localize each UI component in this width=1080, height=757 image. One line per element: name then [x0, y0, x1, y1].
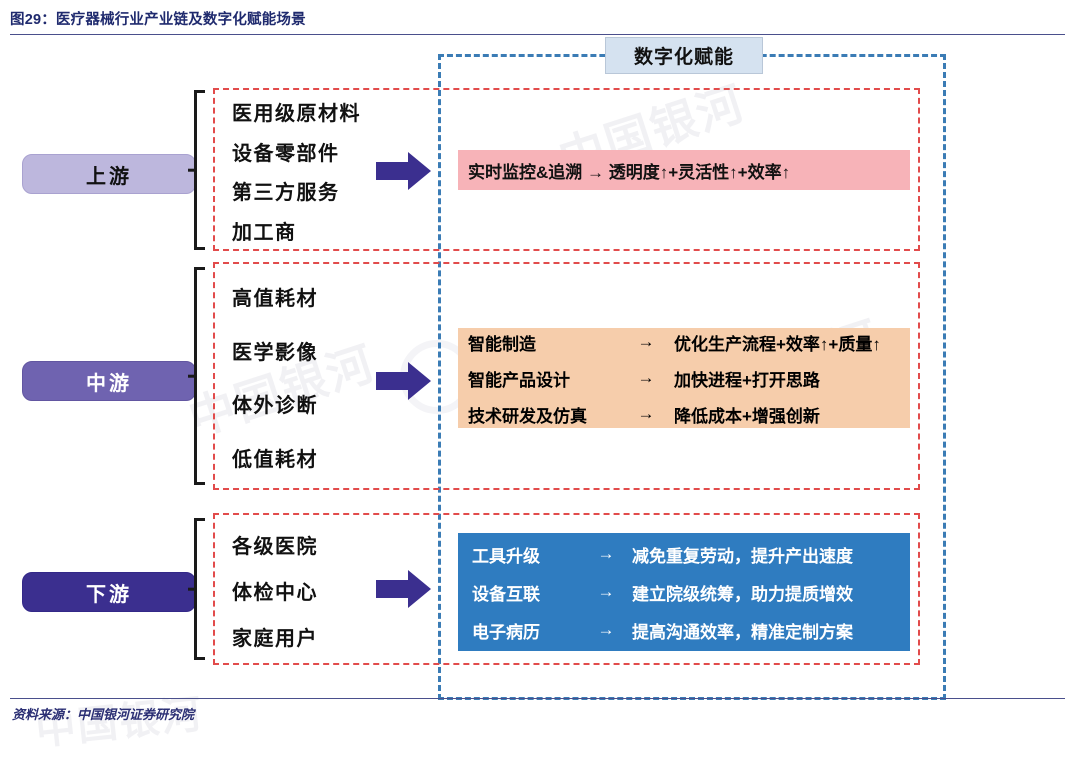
panel-row-result: 加快进程+打开思路 — [674, 370, 820, 390]
panel-upstream: 实时监控&追溯 → 透明度↑+灵活性↑+效率↑ — [458, 150, 910, 190]
stage-pill-upstream[interactable]: 上游 — [22, 154, 196, 194]
title-divider — [10, 34, 1065, 35]
stage-pill-midstream[interactable]: 中游 — [22, 361, 196, 401]
panel-row: 设备互联 → 建立院级统筹，助力提质增效 — [472, 580, 910, 605]
category-item: 设备零部件 — [232, 142, 340, 165]
panel-row-result: 减免重复劳动，提升产出速度 — [632, 546, 853, 566]
right-arrow-icon — [376, 150, 432, 192]
panel-row-source: 智能产品设计 — [468, 370, 570, 390]
brace-upstream — [188, 90, 205, 250]
panel-row: 智能制造 → 优化生产流程+效率↑+质量↑ — [468, 330, 910, 355]
page-title: 图29：医疗器械行业产业链及数字化赋能场景 — [10, 12, 306, 28]
panel-row-source: 设备互联 — [472, 584, 540, 604]
panel-row-arrow-icon: → — [637, 368, 655, 387]
panel-row-result: 建立院级统筹，助力提质增效 — [632, 584, 853, 604]
panel-row-arrow-icon: → — [637, 332, 655, 351]
category-item: 体检中心 — [232, 581, 318, 604]
panel-row-source: 技术研发及仿真 — [468, 406, 587, 426]
stage-pill-downstream[interactable]: 下游 — [22, 572, 196, 612]
panel-row: 工具升级 → 减免重复劳动，提升产出速度 — [472, 542, 910, 567]
category-item: 体外诊断 — [232, 395, 318, 418]
stage-pill-midstream-label: 中游 — [86, 372, 132, 395]
category-item: 医学影像 — [232, 341, 318, 364]
brace-midstream — [188, 267, 205, 485]
category-item: 加工商 — [232, 221, 297, 244]
panel-row-arrow-icon: → — [597, 582, 615, 601]
panel-row-source: 电子病历 — [472, 622, 540, 642]
panel-row-source: 智能制造 — [468, 334, 536, 354]
category-list-upstream: 医用级原材料 设备零部件 第三方服务 加工商 — [232, 92, 412, 250]
footer-divider — [10, 698, 1065, 699]
panel-row-source: 工具升级 — [472, 546, 540, 566]
panel-upstream-text: 实时监控&追溯 → 透明度↑+灵活性↑+效率↑ — [468, 162, 791, 182]
stage-band-midstream — [213, 262, 920, 490]
stage-band-upstream — [213, 88, 920, 251]
brace-downstream — [188, 518, 205, 660]
digital-enabling-label: 数字化赋能 — [633, 47, 734, 68]
right-arrow-icon — [376, 568, 432, 610]
panel-row: 电子病历 → 提高沟通效率，精准定制方案 — [472, 618, 910, 643]
category-item: 第三方服务 — [232, 182, 340, 205]
panel-row: 智能产品设计 → 加快进程+打开思路 — [468, 366, 910, 391]
category-item: 低值耗材 — [232, 448, 318, 471]
category-item: 各级医院 — [232, 535, 318, 558]
title-bar: 图29：医疗器械行业产业链及数字化赋能场景 — [10, 8, 1070, 35]
panel-row-result: 降低成本+增强创新 — [674, 406, 820, 426]
category-list-downstream: 各级医院 体检中心 家庭用户 — [232, 521, 412, 659]
stage-band-downstream — [213, 513, 920, 665]
panel-row-arrow-icon: → — [597, 544, 615, 563]
category-item: 高值耗材 — [232, 288, 318, 311]
panel-row: 技术研发及仿真 → 降低成本+增强创新 — [468, 402, 910, 427]
category-list-midstream: 高值耗材 医学影像 体外诊断 低值耗材 — [232, 270, 412, 484]
panel-downstream: 工具升级 → 减免重复劳动，提升产出速度 设备互联 → 建立院级统筹，助力提质增… — [458, 533, 910, 651]
panel-row-arrow-icon: → — [597, 620, 615, 639]
stage-pill-downstream-label: 下游 — [86, 583, 132, 606]
panel-row-result: 提高沟通效率，精准定制方案 — [632, 622, 853, 642]
category-item: 医用级原材料 — [232, 103, 361, 126]
panel-row-arrow-icon: → — [637, 404, 655, 423]
panel-midstream: 智能制造 → 优化生产流程+效率↑+质量↑ 智能产品设计 → 加快进程+打开思路… — [458, 328, 910, 428]
panel-row-result: 优化生产流程+效率↑+质量↑ — [674, 334, 881, 354]
category-item: 家庭用户 — [232, 627, 318, 650]
stage-pill-upstream-label: 上游 — [86, 165, 132, 188]
right-arrow-icon — [376, 360, 432, 402]
source-note: 资料来源：中国银河证券研究院 — [12, 707, 195, 722]
digital-enabling-header: 数字化赋能 — [605, 37, 763, 74]
